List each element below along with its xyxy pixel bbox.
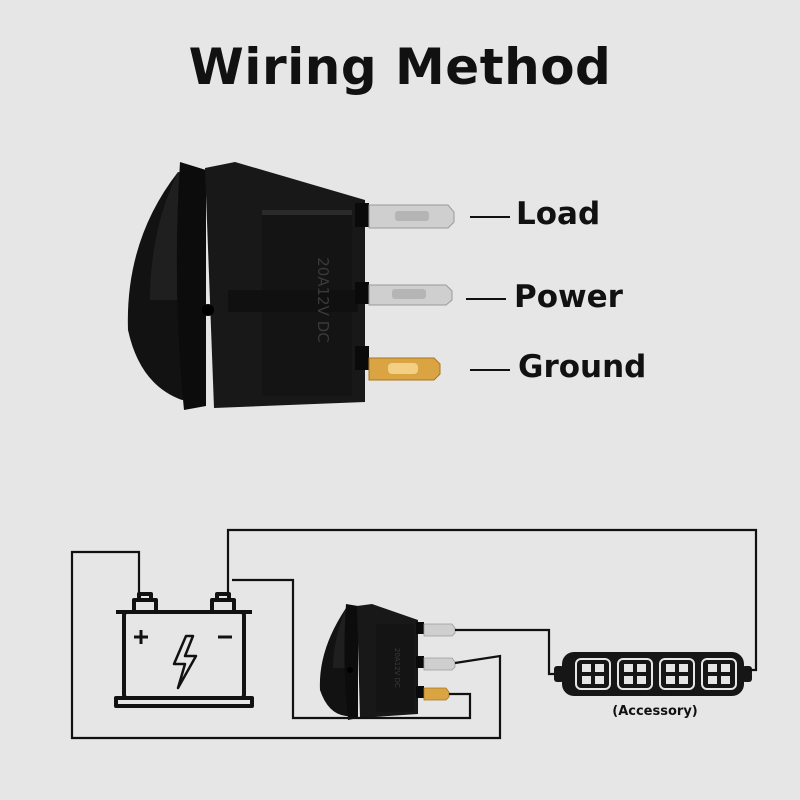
page-title: Wiring Method [188,38,612,96]
accessory-label: (Accessory) [612,704,698,719]
switch-rating-text: 20A12V DC [314,257,332,343]
wire-battery-negative [226,528,758,672]
ground-leader-line [470,369,510,371]
wire-load-to-accessory [455,628,555,676]
power-leader-line [466,298,506,300]
rocker-switch-icon: 20A12V DC [127,162,455,410]
wire-battery-positive [70,550,502,740]
rocker-switch-icon: 20A12V DC [319,604,456,720]
load-label: Load [516,196,601,232]
load-leader-line [470,216,510,218]
power-label: Power [514,279,623,315]
ground-label: Ground [518,349,647,385]
battery-icon [114,592,254,708]
lightning-bolt-icon [172,634,198,690]
wire-to-switch-ground [232,578,472,720]
switch-rating-text: 20A12V DC [393,648,401,688]
wiring [70,528,758,740]
led-light-pod-icon [554,652,752,696]
